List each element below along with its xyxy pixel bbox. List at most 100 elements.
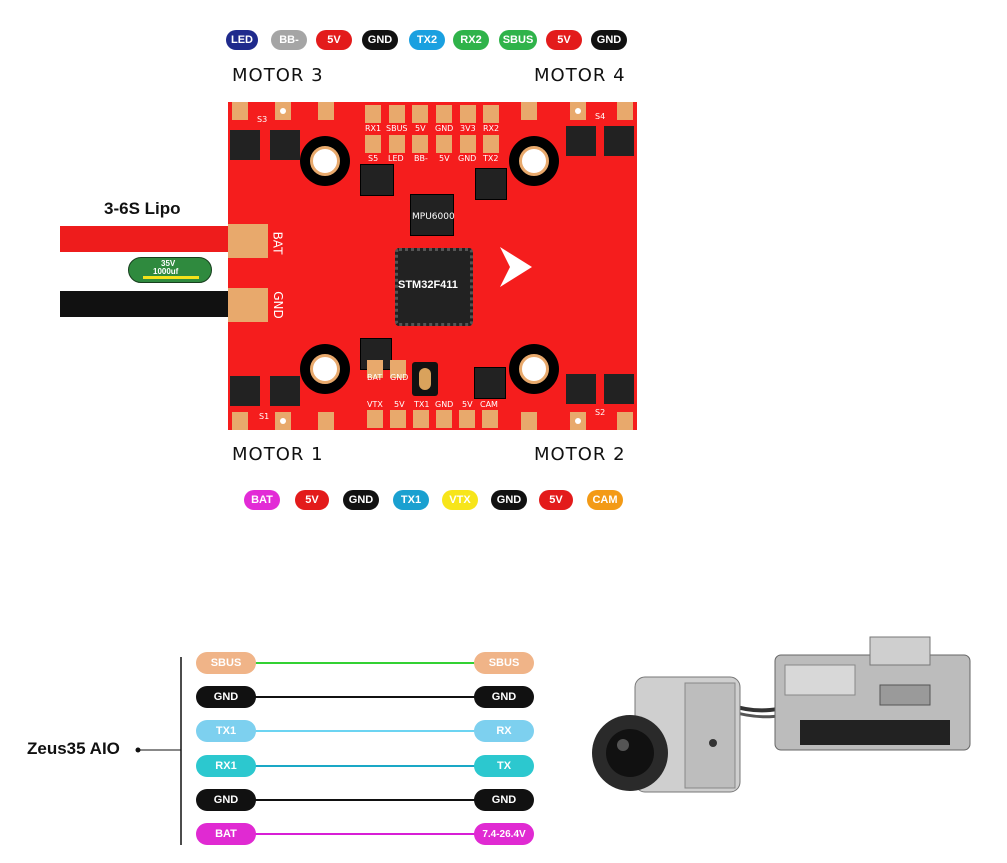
- capacitor-band: [143, 276, 199, 279]
- m4-pad-2: [570, 102, 586, 120]
- pad: [390, 410, 406, 428]
- flight-controller-board: S3 S4 S1 S2 RX1 SBUS 5V GND 3V3 RX2 S5 L…: [228, 102, 637, 430]
- wire-right-tx: TX: [474, 755, 534, 777]
- imu-chip: [410, 194, 454, 236]
- pin-5v: 5V: [316, 30, 352, 50]
- pad-label: 5V: [415, 124, 426, 133]
- pin-cam-b: CAM: [587, 490, 623, 510]
- m1-pad-2: [275, 412, 291, 430]
- m2-pad-3: [617, 412, 633, 430]
- pad: [460, 105, 476, 123]
- mosfet: [230, 376, 260, 406]
- motor-1-label: MOTOR 1: [232, 444, 324, 465]
- camera-vtx-illustration: [592, 636, 971, 793]
- mounting-hole: [509, 136, 559, 186]
- label-s2: S2: [595, 408, 606, 417]
- pad: [436, 135, 452, 153]
- mosfet: [270, 130, 300, 160]
- pad: [413, 410, 429, 428]
- pad-label: 3V3: [460, 124, 476, 133]
- pad-label: RX1: [365, 124, 382, 133]
- pad-label: 5V: [394, 400, 405, 409]
- pin-gnd: GND: [362, 30, 398, 50]
- pad: [482, 410, 498, 428]
- wire-left-bat: BAT: [196, 823, 256, 845]
- m3-pad-2: [275, 102, 291, 120]
- mcu-label: STM32F411: [398, 279, 458, 291]
- pin-gnd-b: GND: [343, 490, 379, 510]
- pin-rx2: RX2: [453, 30, 489, 50]
- small-chip: [474, 367, 506, 399]
- gnd-power-pad: [228, 288, 268, 322]
- capacitor: 35V 1000uf: [128, 257, 212, 283]
- pin-vtx-b: VTX: [442, 490, 478, 510]
- motor-4-label: MOTOR 4: [534, 65, 626, 86]
- pad: [459, 410, 475, 428]
- pad: [365, 105, 381, 123]
- pad: [436, 105, 452, 123]
- m3-pad-3: [318, 102, 334, 120]
- mosfet: [230, 130, 260, 160]
- pin-5v-2: 5V: [546, 30, 582, 50]
- pad-label: GND: [458, 154, 477, 163]
- pad: [367, 410, 383, 428]
- pad-label: 5V: [462, 400, 473, 409]
- motor-3-label: MOTOR 3: [232, 65, 324, 86]
- battery-positive-wire: [60, 226, 260, 252]
- wire-right-gnd-2: GND: [474, 789, 534, 811]
- pin-tx1-b: TX1: [393, 490, 429, 510]
- wire-right-power: 7.4-26.4V: [474, 823, 534, 845]
- wire-right-sbus: SBUS: [474, 652, 534, 674]
- mosfet: [604, 374, 634, 404]
- mosfet: [566, 374, 596, 404]
- pad-label: CAM: [480, 400, 498, 409]
- capacitor-capacitance: 1000uf: [153, 267, 179, 276]
- mosfet: [566, 126, 596, 156]
- motor-2-label: MOTOR 2: [534, 444, 626, 465]
- mounting-hole: [509, 344, 559, 394]
- pin-led: LED: [226, 30, 258, 50]
- pin-bb: BB-: [271, 30, 307, 50]
- m1-pad-1: [232, 412, 248, 430]
- pad-label: LED: [388, 154, 404, 163]
- mounting-hole: [300, 344, 350, 394]
- pin-5v-b2: 5V: [539, 490, 573, 510]
- wire-left-sbus: SBUS: [196, 652, 256, 674]
- wire-left-gnd: GND: [196, 686, 256, 708]
- m4-pad-3: [617, 102, 633, 120]
- battery-label: 3-6S Lipo: [104, 199, 181, 218]
- pad: [389, 105, 405, 123]
- pad: [389, 135, 405, 153]
- pad: [483, 135, 499, 153]
- mounting-hole: [300, 136, 350, 186]
- m2-pad-2: [570, 412, 586, 430]
- pad: [365, 135, 381, 153]
- pad-label: S5: [368, 154, 379, 163]
- wire-right-gnd: GND: [474, 686, 534, 708]
- pad-label: 5V: [439, 154, 450, 163]
- regulator-chip: [360, 164, 394, 196]
- pad-label: TX1: [414, 400, 430, 409]
- regulator-chip: [475, 168, 507, 200]
- pin-bat: BAT: [244, 490, 280, 510]
- pad-label: RX2: [483, 124, 500, 133]
- pin-5v-b: 5V: [295, 490, 329, 510]
- wire-left-rx1: RX1: [196, 755, 256, 777]
- label-s4: S4: [595, 112, 606, 121]
- m2-pad-1: [521, 412, 537, 430]
- pad-label: GND: [435, 400, 454, 409]
- m3-pad-1: [232, 102, 248, 120]
- mcu-chip: [395, 248, 473, 326]
- pin-gnd-b2: GND: [491, 490, 527, 510]
- pad-label: GND: [390, 373, 409, 382]
- label-s3: S3: [257, 115, 268, 124]
- pad: [483, 105, 499, 123]
- button[interactable]: [412, 362, 438, 396]
- pad: [390, 360, 406, 378]
- pin-sbus: SBUS: [499, 30, 537, 50]
- mosfet: [604, 126, 634, 156]
- wire-left-tx1: TX1: [196, 720, 256, 742]
- m4-pad-1: [521, 102, 537, 120]
- pad-label: GND: [435, 124, 454, 133]
